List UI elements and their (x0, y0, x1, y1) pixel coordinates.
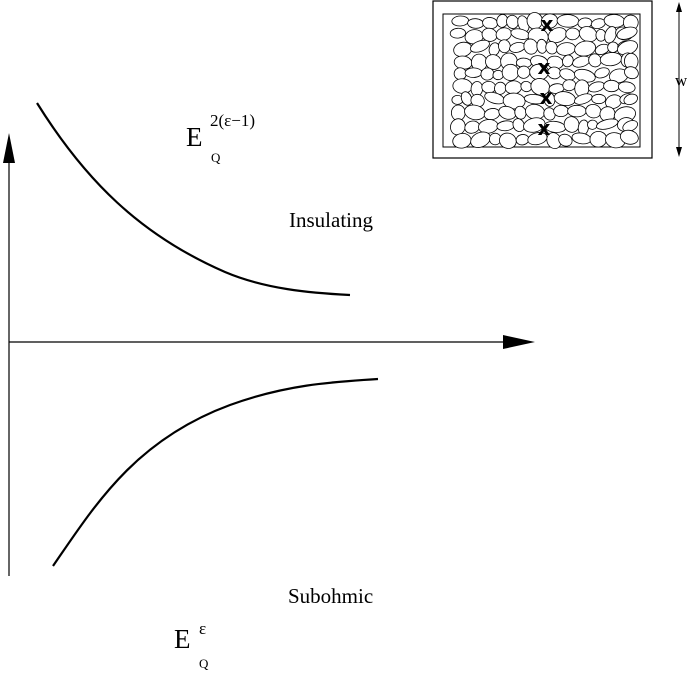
grain (464, 67, 483, 78)
grain (523, 117, 546, 133)
width-arrow-down (676, 147, 682, 157)
grain (596, 118, 619, 130)
formula-bottom-subscript: Q (199, 656, 209, 671)
granular-film-icon (449, 12, 639, 150)
subohmic-curve (52, 377, 379, 567)
insulating-label: Insulating (289, 208, 373, 232)
grain (624, 66, 639, 80)
grain (623, 93, 638, 106)
grain (527, 132, 548, 146)
formula-top-superscript: 2(ε−1) (210, 111, 256, 130)
formula-top-base: E (186, 122, 203, 152)
grain (556, 14, 580, 28)
grain (470, 131, 491, 148)
granular-film-outline (442, 13, 641, 148)
x-axis-arrowhead (503, 335, 535, 349)
y-axis-arrowhead (3, 133, 15, 163)
grain (603, 79, 620, 93)
junction-mark: x (541, 12, 554, 36)
junction-mark: x (538, 55, 551, 79)
grain (512, 118, 525, 132)
grain (469, 39, 490, 53)
grain (545, 41, 558, 55)
grain (622, 120, 638, 132)
grain (616, 26, 638, 40)
formula-bottom-superscript: ε (199, 619, 207, 638)
width-label: w (675, 71, 687, 90)
junction-mark: x (538, 116, 551, 140)
grain (604, 26, 617, 44)
subohmic-label: Subohmic (288, 584, 374, 608)
grain (559, 68, 576, 81)
grain (574, 93, 593, 105)
junction-mark: x (540, 85, 553, 109)
grain (498, 39, 511, 54)
width-arrow-up (676, 2, 682, 12)
grain (460, 91, 473, 106)
grain (481, 80, 497, 94)
grain (558, 133, 573, 147)
grain (619, 129, 639, 145)
grain (574, 40, 597, 57)
grain (563, 116, 580, 133)
grain (553, 104, 569, 118)
formula-top-subscript: Q (211, 150, 221, 165)
grain (591, 93, 607, 105)
grain (449, 27, 466, 39)
grain (618, 81, 636, 94)
grain (502, 92, 526, 110)
grain (499, 132, 517, 149)
grain (594, 67, 610, 79)
grain (567, 104, 587, 118)
insulating-curve (36, 102, 351, 297)
width-dimension (676, 2, 682, 157)
formula-bottom-base: E (174, 624, 191, 654)
